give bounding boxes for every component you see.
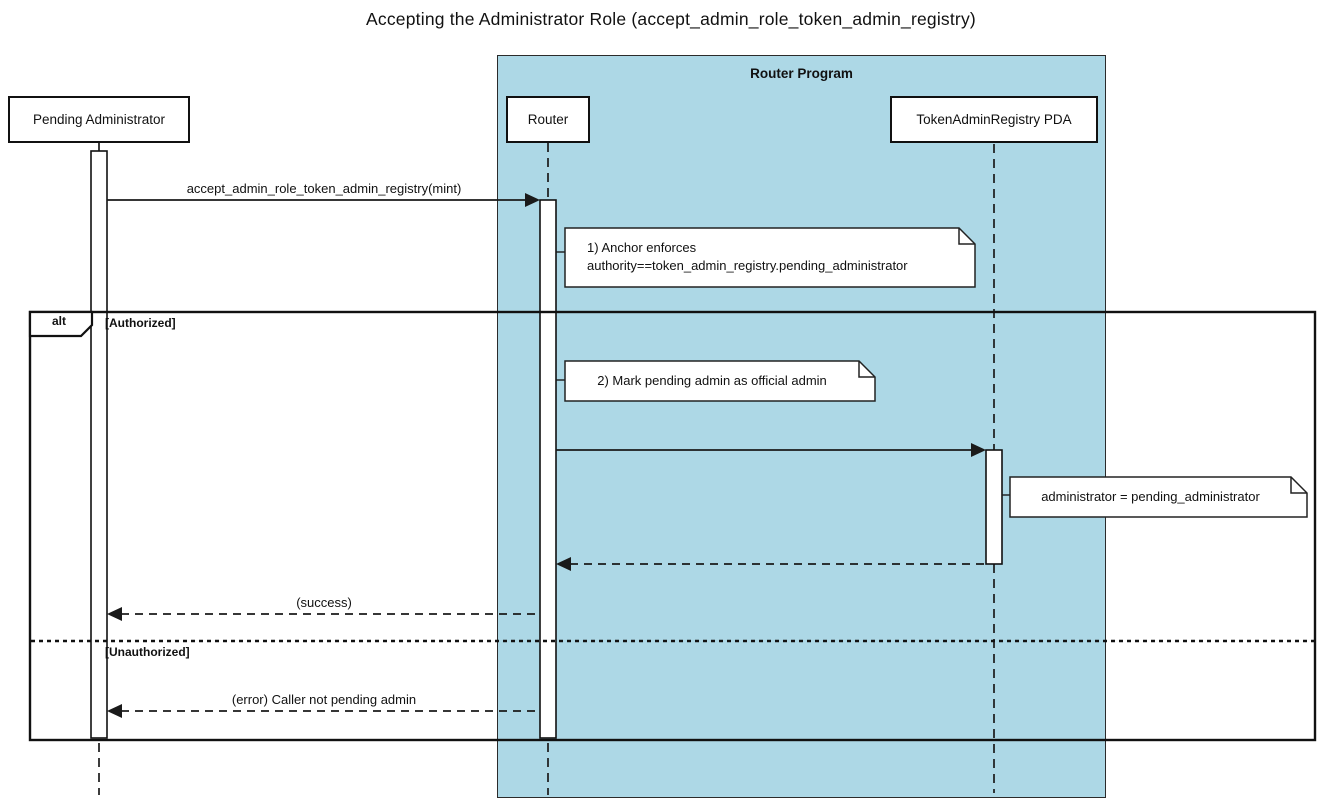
router-program-label: Router Program: [750, 66, 853, 81]
note-anchor-enforces-line1: 1) Anchor enforces: [587, 240, 697, 255]
alt-operator-label: alt: [51, 314, 66, 328]
arrow-error-head: [107, 704, 122, 718]
note3-fold: [1290, 477, 1307, 494]
arrow-success-head: [107, 607, 122, 621]
alt-guard-authorized: [Authorized]: [105, 316, 176, 330]
note-mark-official-admin: 2) Mark pending admin as official admin: [597, 373, 827, 388]
message-error-label: (error) Caller not pending admin: [231, 692, 417, 707]
participant-router-label: Router: [527, 112, 569, 127]
note2-shape: [564, 360, 876, 402]
participant-token-admin-registry-pda-label: TokenAdminRegistry PDA: [916, 112, 1072, 127]
note-administrator-assignment: administrator = pending_administrator: [1041, 489, 1260, 504]
activation-pending-administrator: [90, 150, 108, 739]
participant-pending-administrator-label: Pending Administrator: [32, 112, 166, 127]
message-success-label: (success): [296, 595, 352, 610]
arrow-call-head: [525, 193, 540, 207]
diagram-title: Accepting the Administrator Role (accept…: [366, 9, 976, 29]
note-anchor-enforces-line2: authority==token_admin_registry.pending_…: [587, 258, 908, 273]
note-anchor-enforces: 1) Anchor enforces authority==token_admi…: [587, 239, 908, 275]
participant-router: Router: [506, 96, 590, 143]
activation-token-admin-registry: [985, 449, 1003, 565]
alt-pentagon-tab: [28, 310, 94, 338]
router-program-container: Router Program: [497, 55, 1106, 798]
message-call-label: accept_admin_role_token_admin_registry(m…: [186, 181, 462, 196]
alt-guard-unauthorized: [Unauthorized]: [105, 645, 190, 659]
note1-fold: [958, 228, 975, 245]
note1-shape: [564, 227, 976, 288]
participant-token-admin-registry-pda: TokenAdminRegistry PDA: [890, 96, 1098, 143]
activation-router: [539, 199, 557, 739]
participant-pending-administrator: Pending Administrator: [8, 96, 190, 143]
note2-fold: [858, 361, 875, 378]
note3-shape: [1009, 476, 1308, 518]
alt-frame: [28, 310, 1317, 742]
arrow-update-head: [971, 443, 986, 457]
arrow-registry-return-head: [556, 557, 571, 571]
